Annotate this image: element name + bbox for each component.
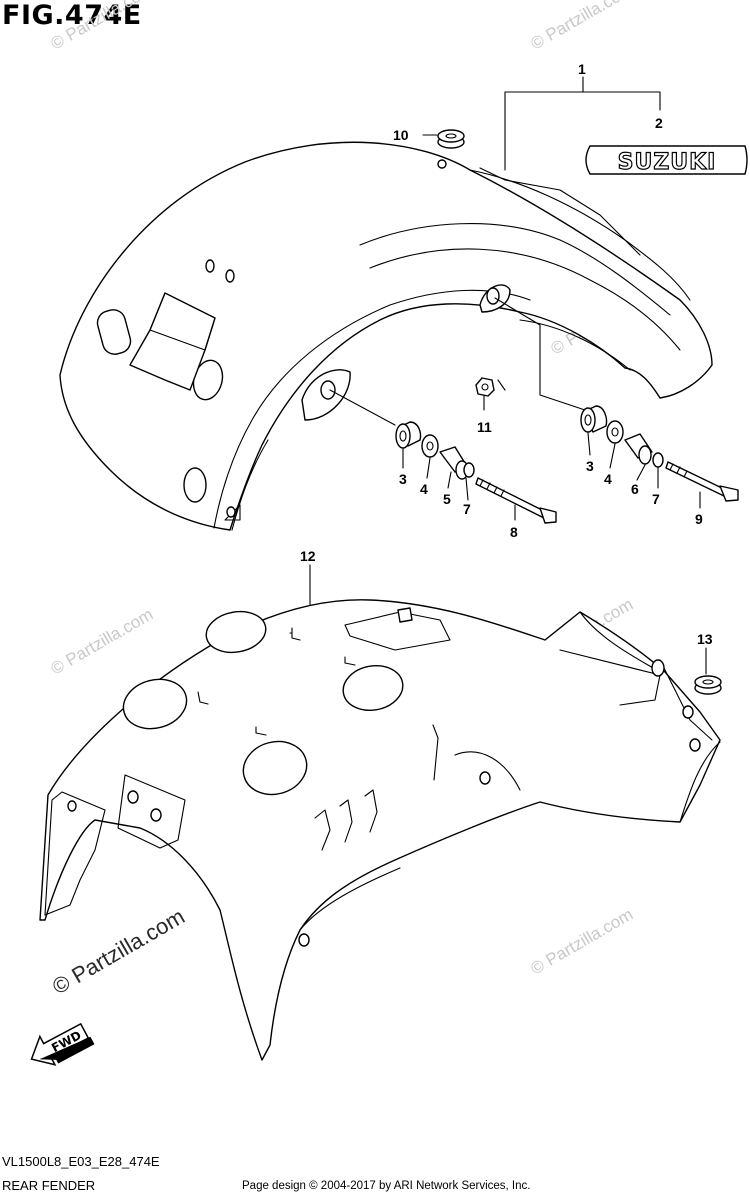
callout-3: 3 xyxy=(399,471,407,487)
watermark-large: © Partzilla.com xyxy=(48,904,189,1000)
callout-9: 9 xyxy=(695,511,703,527)
watermark: © Partzilla.com xyxy=(48,605,157,679)
callout-10: 10 xyxy=(393,127,409,143)
hardware-right xyxy=(580,405,739,502)
callout-3b: 3 xyxy=(586,458,594,474)
grommet-10 xyxy=(437,129,465,149)
callout-numbers: 1 2 3 4 5 7 8 10 11 3 4 6 7 9 12 13 xyxy=(300,61,713,647)
leader-lines-upper xyxy=(329,76,661,426)
figure-title: FIG.474E xyxy=(2,0,142,31)
watermark: © Partzilla.com xyxy=(528,0,637,53)
callout-4b: 4 xyxy=(604,471,612,487)
callout-8: 8 xyxy=(510,524,518,540)
callout-4: 4 xyxy=(420,481,428,497)
copyright-notice: Page design © 2004-2017 by ARI Network S… xyxy=(242,1180,531,1192)
callout-7: 7 xyxy=(463,501,471,517)
callout-11: 11 xyxy=(477,419,492,435)
suzuki-emblem: SUZUKI xyxy=(585,145,748,176)
emblem-text: SUZUKI xyxy=(618,150,717,175)
leader-lines-lower xyxy=(309,564,707,675)
model-code: VL1500L8_E03_E28_474E xyxy=(2,1154,160,1169)
fwd-arrow-icon: FWD xyxy=(30,1022,95,1066)
hardware-left xyxy=(395,421,557,524)
grommet-13 xyxy=(694,675,722,695)
callout-7b: 7 xyxy=(652,491,660,507)
leader-lines-hardware xyxy=(402,432,701,521)
rear-fender-outer xyxy=(59,141,713,531)
watermark: © Partzilla.com xyxy=(48,0,157,53)
diagram-subtitle: REAR FENDER xyxy=(2,1178,96,1193)
callout-12: 12 xyxy=(300,548,316,564)
callout-1: 1 xyxy=(578,61,586,77)
callout-5: 5 xyxy=(443,491,451,507)
callout-13: 13 xyxy=(697,631,713,647)
nut-11 xyxy=(475,377,495,397)
rear-fender-inner xyxy=(39,599,721,1061)
watermark: © Partzilla.com xyxy=(528,905,637,979)
callout-6: 6 xyxy=(631,481,639,497)
callout-2: 2 xyxy=(655,115,663,131)
